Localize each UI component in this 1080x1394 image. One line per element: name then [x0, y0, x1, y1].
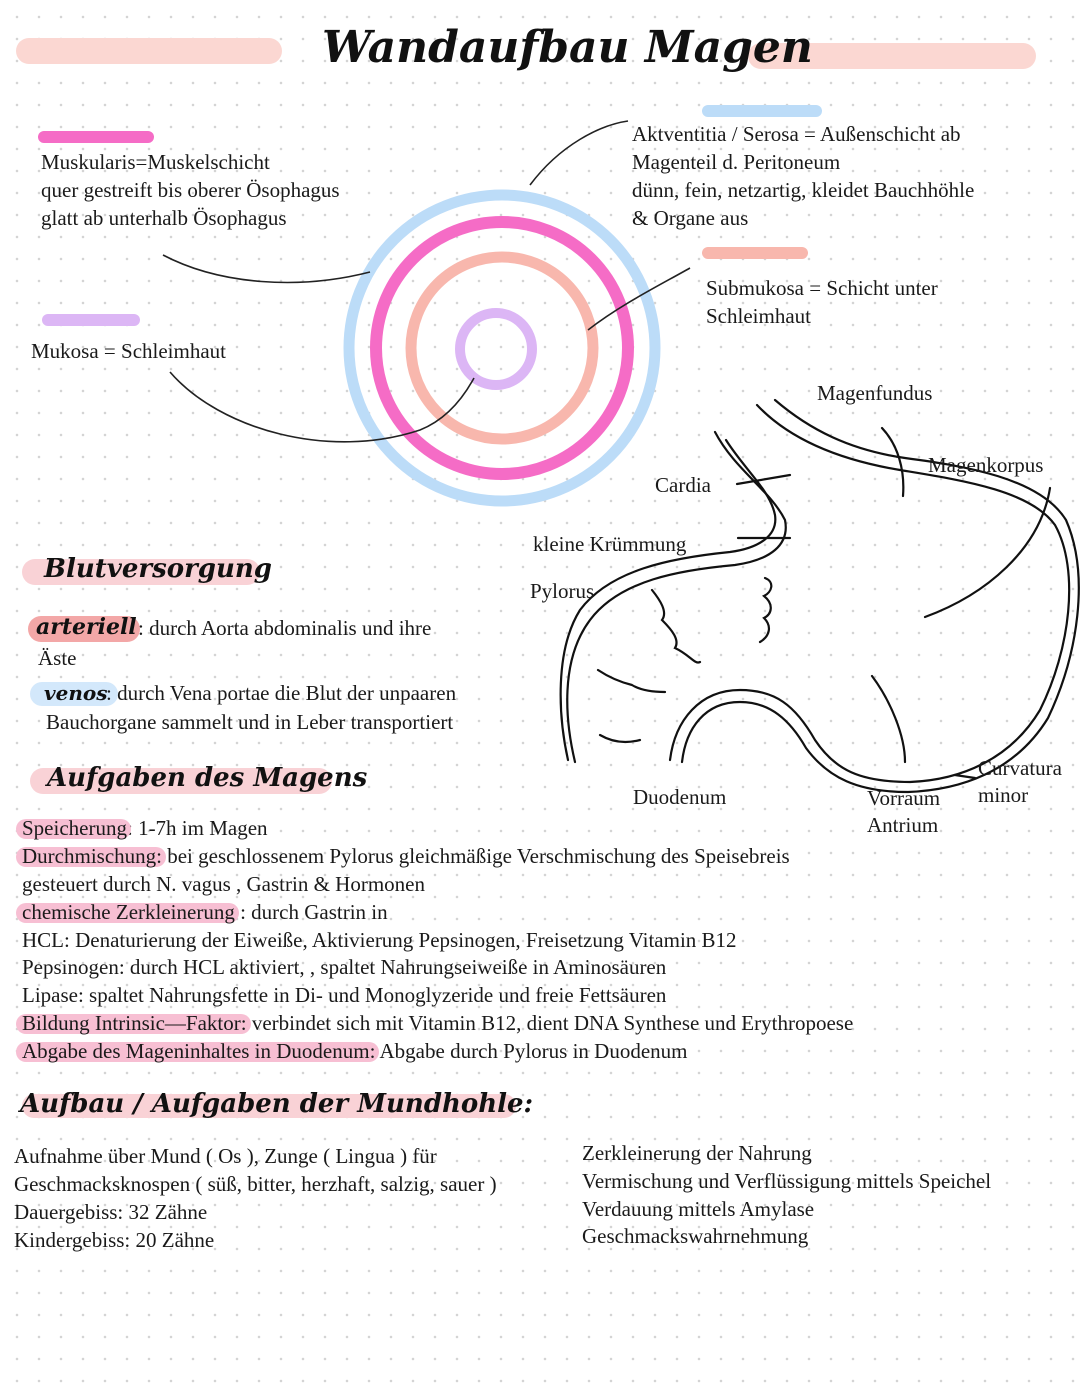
serosa-line-4: & Organe aus — [632, 206, 749, 230]
key-mukosa — [42, 314, 140, 326]
aufgaben-line-3: gesteuert durch N. vagus , Gastrin & Hor… — [22, 872, 425, 896]
mukosa-ring — [455, 308, 537, 390]
stomach-inner-wall — [559, 438, 777, 762]
title-bar-left — [16, 38, 282, 64]
serosa-line-2: Magenteil d. Peritoneum — [632, 150, 841, 174]
muskularis-line-1: Muskularis=Muskelschicht — [41, 150, 270, 174]
label-vorraum-2: Antrium — [867, 813, 939, 837]
aufgaben-line-8: Bildung Intrinsic—Faktor: verbindet sich… — [22, 1011, 854, 1035]
aufgaben-line-2: Durchmischung: bei geschlossenem Pylorus… — [22, 844, 790, 868]
key-serosa — [702, 105, 822, 117]
ruga-2 — [758, 576, 773, 644]
arteriell-text: : durch Aorta abdominalis und ihre — [138, 616, 432, 640]
leader-mukosa — [169, 371, 475, 443]
mund-right-3: Verdauung mittels Amylase — [582, 1197, 815, 1221]
mund-heading: Aufbau / Aufgaben der Mundhohle: — [20, 1089, 534, 1119]
label-curvatura-1: Curvatura — [978, 756, 1062, 780]
aufgaben-line-7: Lipase: spaltet Nahrungsfette in Di- und… — [22, 983, 667, 1007]
submukosa-ring — [405, 251, 599, 445]
aufgaben-line-1: Speicherung: 1-7h im Magen — [22, 816, 268, 840]
label-vorraum-1: Vorraum — [867, 786, 941, 810]
mund-left-1: Aufnahme über Mund ( Os ), Zunge ( Lingu… — [14, 1144, 437, 1168]
venos-pill — [30, 682, 118, 706]
key-submukosa — [702, 247, 808, 259]
arteriell-text-2: Äste — [38, 646, 77, 670]
label-fundus: Magenfundus — [817, 381, 933, 405]
mund-left-3: Dauergebiss: 32 Zähne — [14, 1200, 208, 1224]
venos-text: : durch Vena portae die Blut der unpaare… — [106, 681, 457, 705]
label-curvatura-2: minor — [978, 783, 1029, 807]
stomach-outer-wall-2 — [668, 403, 1071, 784]
leader-muskularis — [162, 254, 371, 284]
aufgaben-line-6: Pepsinogen: durch HCL aktiviert, , spalt… — [22, 955, 667, 979]
blut-heading-bg — [22, 559, 260, 585]
stomach-inner-wall-2 — [680, 398, 1080, 794]
muskularis-line-2: quer gestreift bis oberer Ösophagus — [41, 178, 340, 202]
arteriell-label: arteriell — [36, 614, 137, 640]
term-abgabe: Abgabe des Mageninhaltes in Duodenum: — [22, 1039, 376, 1063]
mund-left-4: Kindergebiss: 20 Zähne — [14, 1228, 215, 1252]
aufgaben-heading: Aufgaben des Magens — [47, 763, 368, 793]
stomach-outer-wall — [566, 430, 787, 764]
mund-heading-bg — [22, 1094, 516, 1118]
korpus-line — [923, 486, 1052, 619]
term-durchmischung: Durchmischung: — [22, 844, 162, 868]
mund-right-4: Geschmackswahrnehmung — [582, 1224, 809, 1248]
serosa-line-1: Aktventitia / Serosa = Außenschicht ab — [632, 122, 961, 146]
label-pylorus: Pylorus — [530, 579, 595, 603]
muskularis-line-3: glatt ab unterhalb Ösophagus — [41, 206, 287, 230]
key-muskularis — [38, 131, 154, 143]
cardia-line — [735, 473, 792, 486]
ruga-3 — [596, 668, 667, 694]
muskularis-ring — [370, 216, 634, 480]
label-duodenum: Duodenum — [633, 785, 727, 809]
mund-left-2: Geschmacksknospen ( süß, bitter, herzhaf… — [14, 1172, 497, 1196]
antrum-line — [870, 674, 907, 764]
leader-serosa — [529, 120, 629, 186]
aufgaben-line-9: Abgabe des Mageninhaltes in Duodenum: Ab… — [22, 1039, 688, 1063]
venos-text-2: Bauchorgane sammelt und in Leber transpo… — [46, 710, 454, 734]
submukosa-line-2: Schleimhaut — [706, 304, 811, 328]
title-bar-right — [748, 43, 1036, 69]
aufgaben-line-5: HCL: Denaturierung der Eiweiße, Aktivier… — [22, 928, 737, 952]
wall-layers-diagram — [162, 120, 691, 507]
arteriell-pill — [28, 616, 140, 642]
curvatura-line — [953, 773, 977, 780]
mukosa-label: Mukosa = Schleimhaut — [31, 339, 226, 363]
aufgaben-line-4: chemische Zerkleinerung : durch Gastrin … — [22, 900, 388, 924]
page-title: Wandaufbau Magen — [322, 22, 813, 73]
leader-submukosa — [587, 267, 691, 331]
term-chemische-zerkleinerung: chemische Zerkleinerung — [22, 900, 235, 924]
ruga-4 — [598, 733, 642, 744]
mund-right-2: Vermischung und Verflüssigung mittels Sp… — [582, 1169, 992, 1193]
aufgaben-heading-bg — [30, 768, 332, 794]
blut-heading: Blutversorgung — [44, 554, 272, 584]
label-cardia: Cardia — [655, 473, 711, 497]
fundus-line — [880, 426, 905, 498]
label-korpus: Magenkorpus — [928, 453, 1044, 477]
mund-right-1: Zerkleinerung der Nahrung — [582, 1141, 812, 1165]
serosa-ring — [343, 189, 661, 507]
venos-label: venos — [44, 681, 108, 705]
serosa-line-3: dünn, fein, netzartig, kleidet Bauchhöhl… — [632, 178, 975, 202]
submukosa-line-1: Submukosa = Schicht unter — [706, 276, 938, 300]
ruga-1 — [650, 588, 702, 664]
stomach-diagram — [559, 398, 1080, 794]
term-intrinsic-faktor: Bildung Intrinsic—Faktor: — [22, 1011, 247, 1035]
label-kleine: kleine Krümmung — [533, 532, 687, 556]
term-speicherung: Speicherung — [22, 816, 127, 840]
